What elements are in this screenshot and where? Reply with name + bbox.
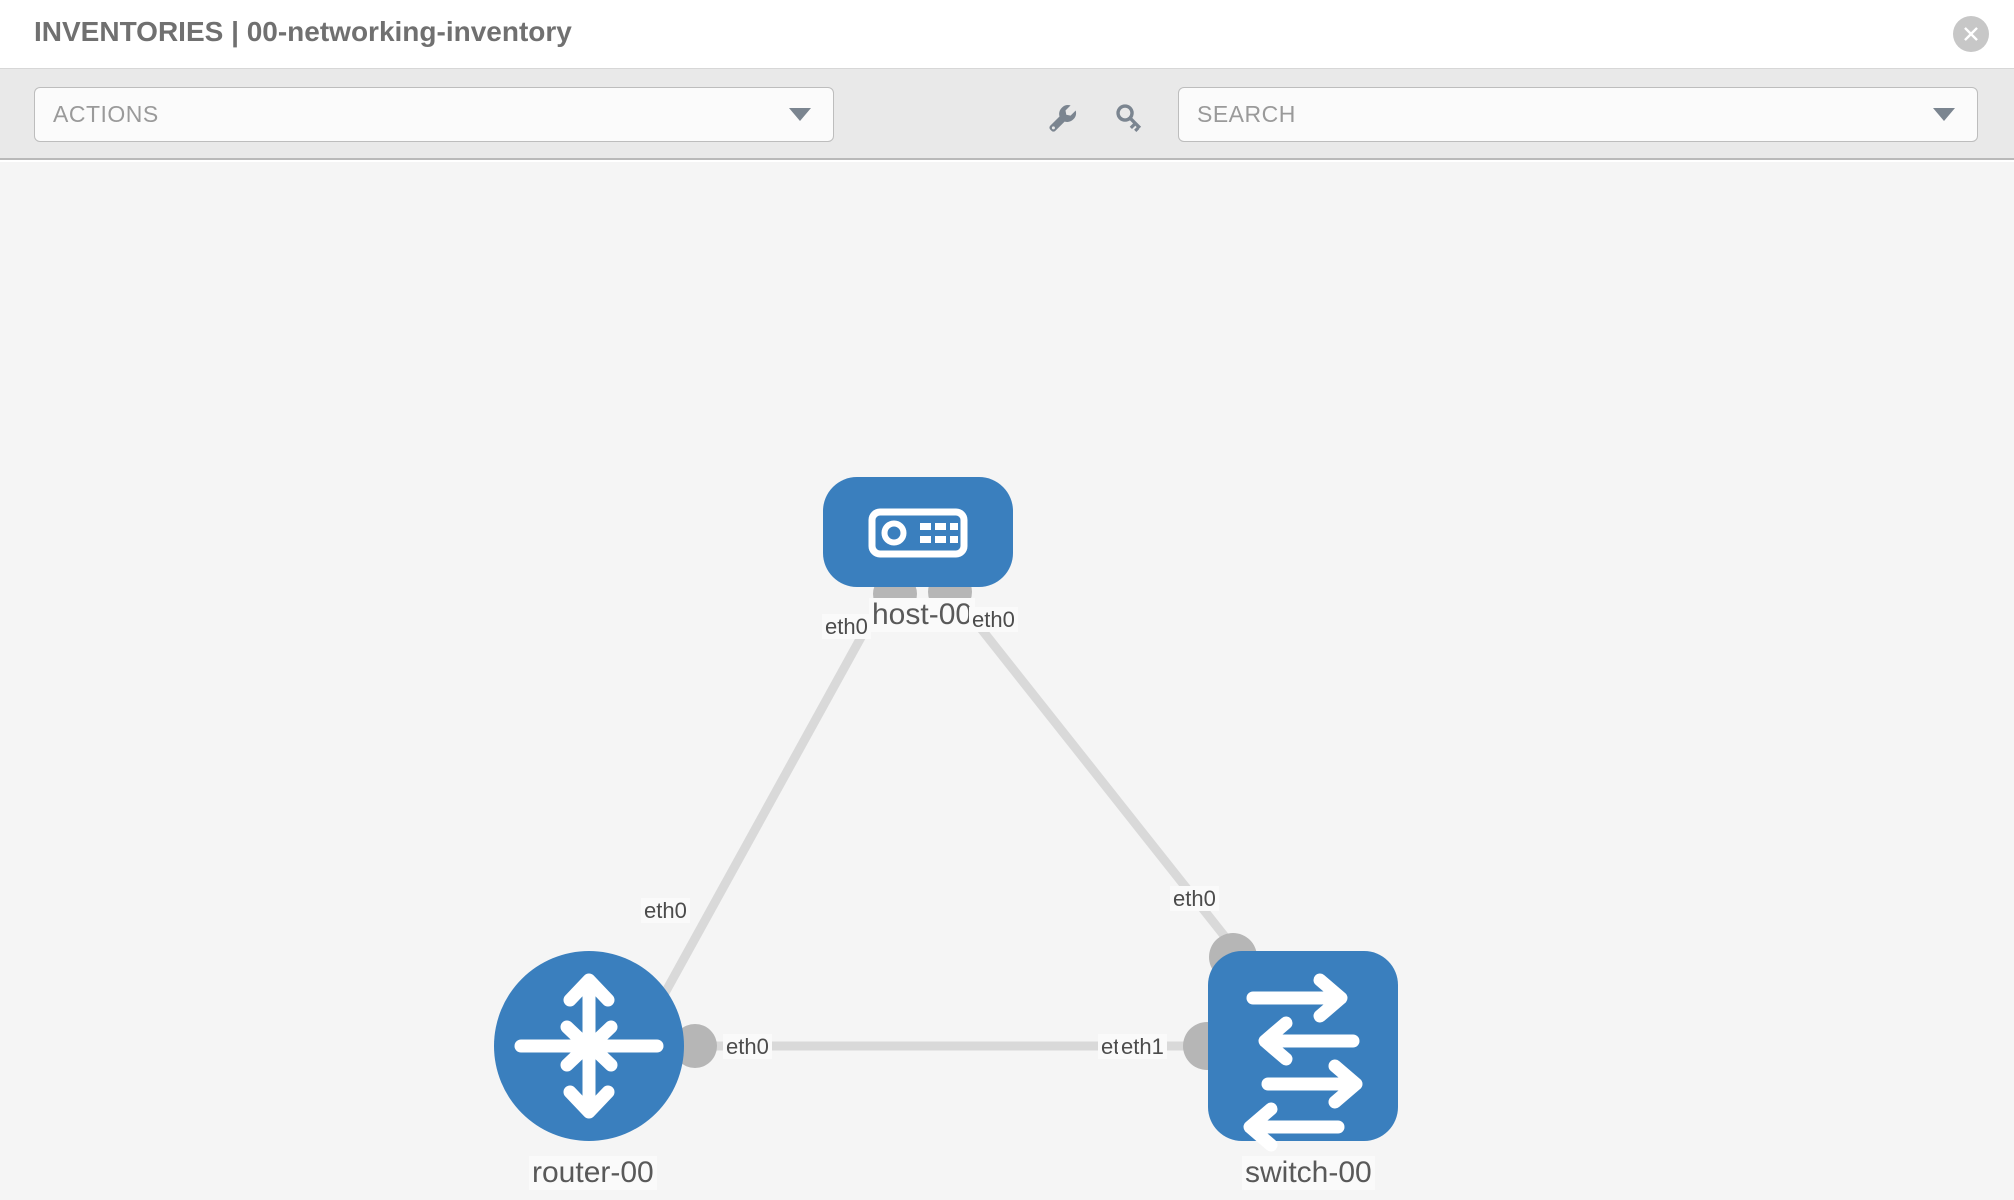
wrench-button[interactable]: [1040, 96, 1084, 140]
interface-label: eth0: [1170, 886, 1219, 912]
node-host-00[interactable]: [823, 477, 1013, 587]
wrench-icon: [1049, 105, 1077, 132]
window-header: INVENTORIES | 00-networking-inventory: [0, 0, 2014, 69]
close-icon: [1964, 27, 1978, 41]
switch-arrows-icon: [1243, 973, 1363, 1152]
topology-canvas[interactable]: host-00 router-00 switch-00 eth0 eth0 et…: [0, 162, 2014, 1200]
toolbar: ACTIONS SEARCH: [0, 69, 2014, 160]
topology-graph: [494, 477, 1398, 1152]
server-icon: [868, 508, 968, 558]
topology-edges: [656, 589, 1249, 1051]
connector-router00-east[interactable]: [673, 1024, 717, 1068]
interface-label: eth1: [1118, 1034, 1167, 1060]
node-switch-00[interactable]: [1208, 951, 1398, 1152]
actions-dropdown[interactable]: ACTIONS: [34, 87, 834, 142]
close-button[interactable]: [1953, 16, 1989, 52]
actions-dropdown-label: ACTIONS: [53, 101, 159, 127]
key-icon: [1116, 104, 1142, 133]
interface-label: eth0: [969, 607, 1018, 633]
page-title: INVENTORIES | 00-networking-inventory: [34, 16, 572, 47]
router-arrows-icon: [514, 973, 664, 1119]
node-label-switch-00: switch-00: [1242, 1156, 1375, 1190]
node-router-00[interactable]: [494, 951, 684, 1141]
search-input-placeholder: SEARCH: [1197, 101, 1296, 127]
edge-host00-router00[interactable]: [656, 589, 890, 1005]
chevron-down-icon: [789, 108, 811, 121]
node-label-host-00: host-00: [869, 598, 976, 632]
interface-label: eth0: [723, 1034, 772, 1060]
interface-label: eth0: [822, 614, 871, 640]
key-button[interactable]: [1108, 96, 1152, 140]
interface-label: eth0: [641, 898, 690, 924]
node-label-router-00: router-00: [529, 1156, 657, 1190]
chevron-down-icon: [1933, 108, 1955, 121]
search-input[interactable]: SEARCH: [1178, 87, 1978, 142]
